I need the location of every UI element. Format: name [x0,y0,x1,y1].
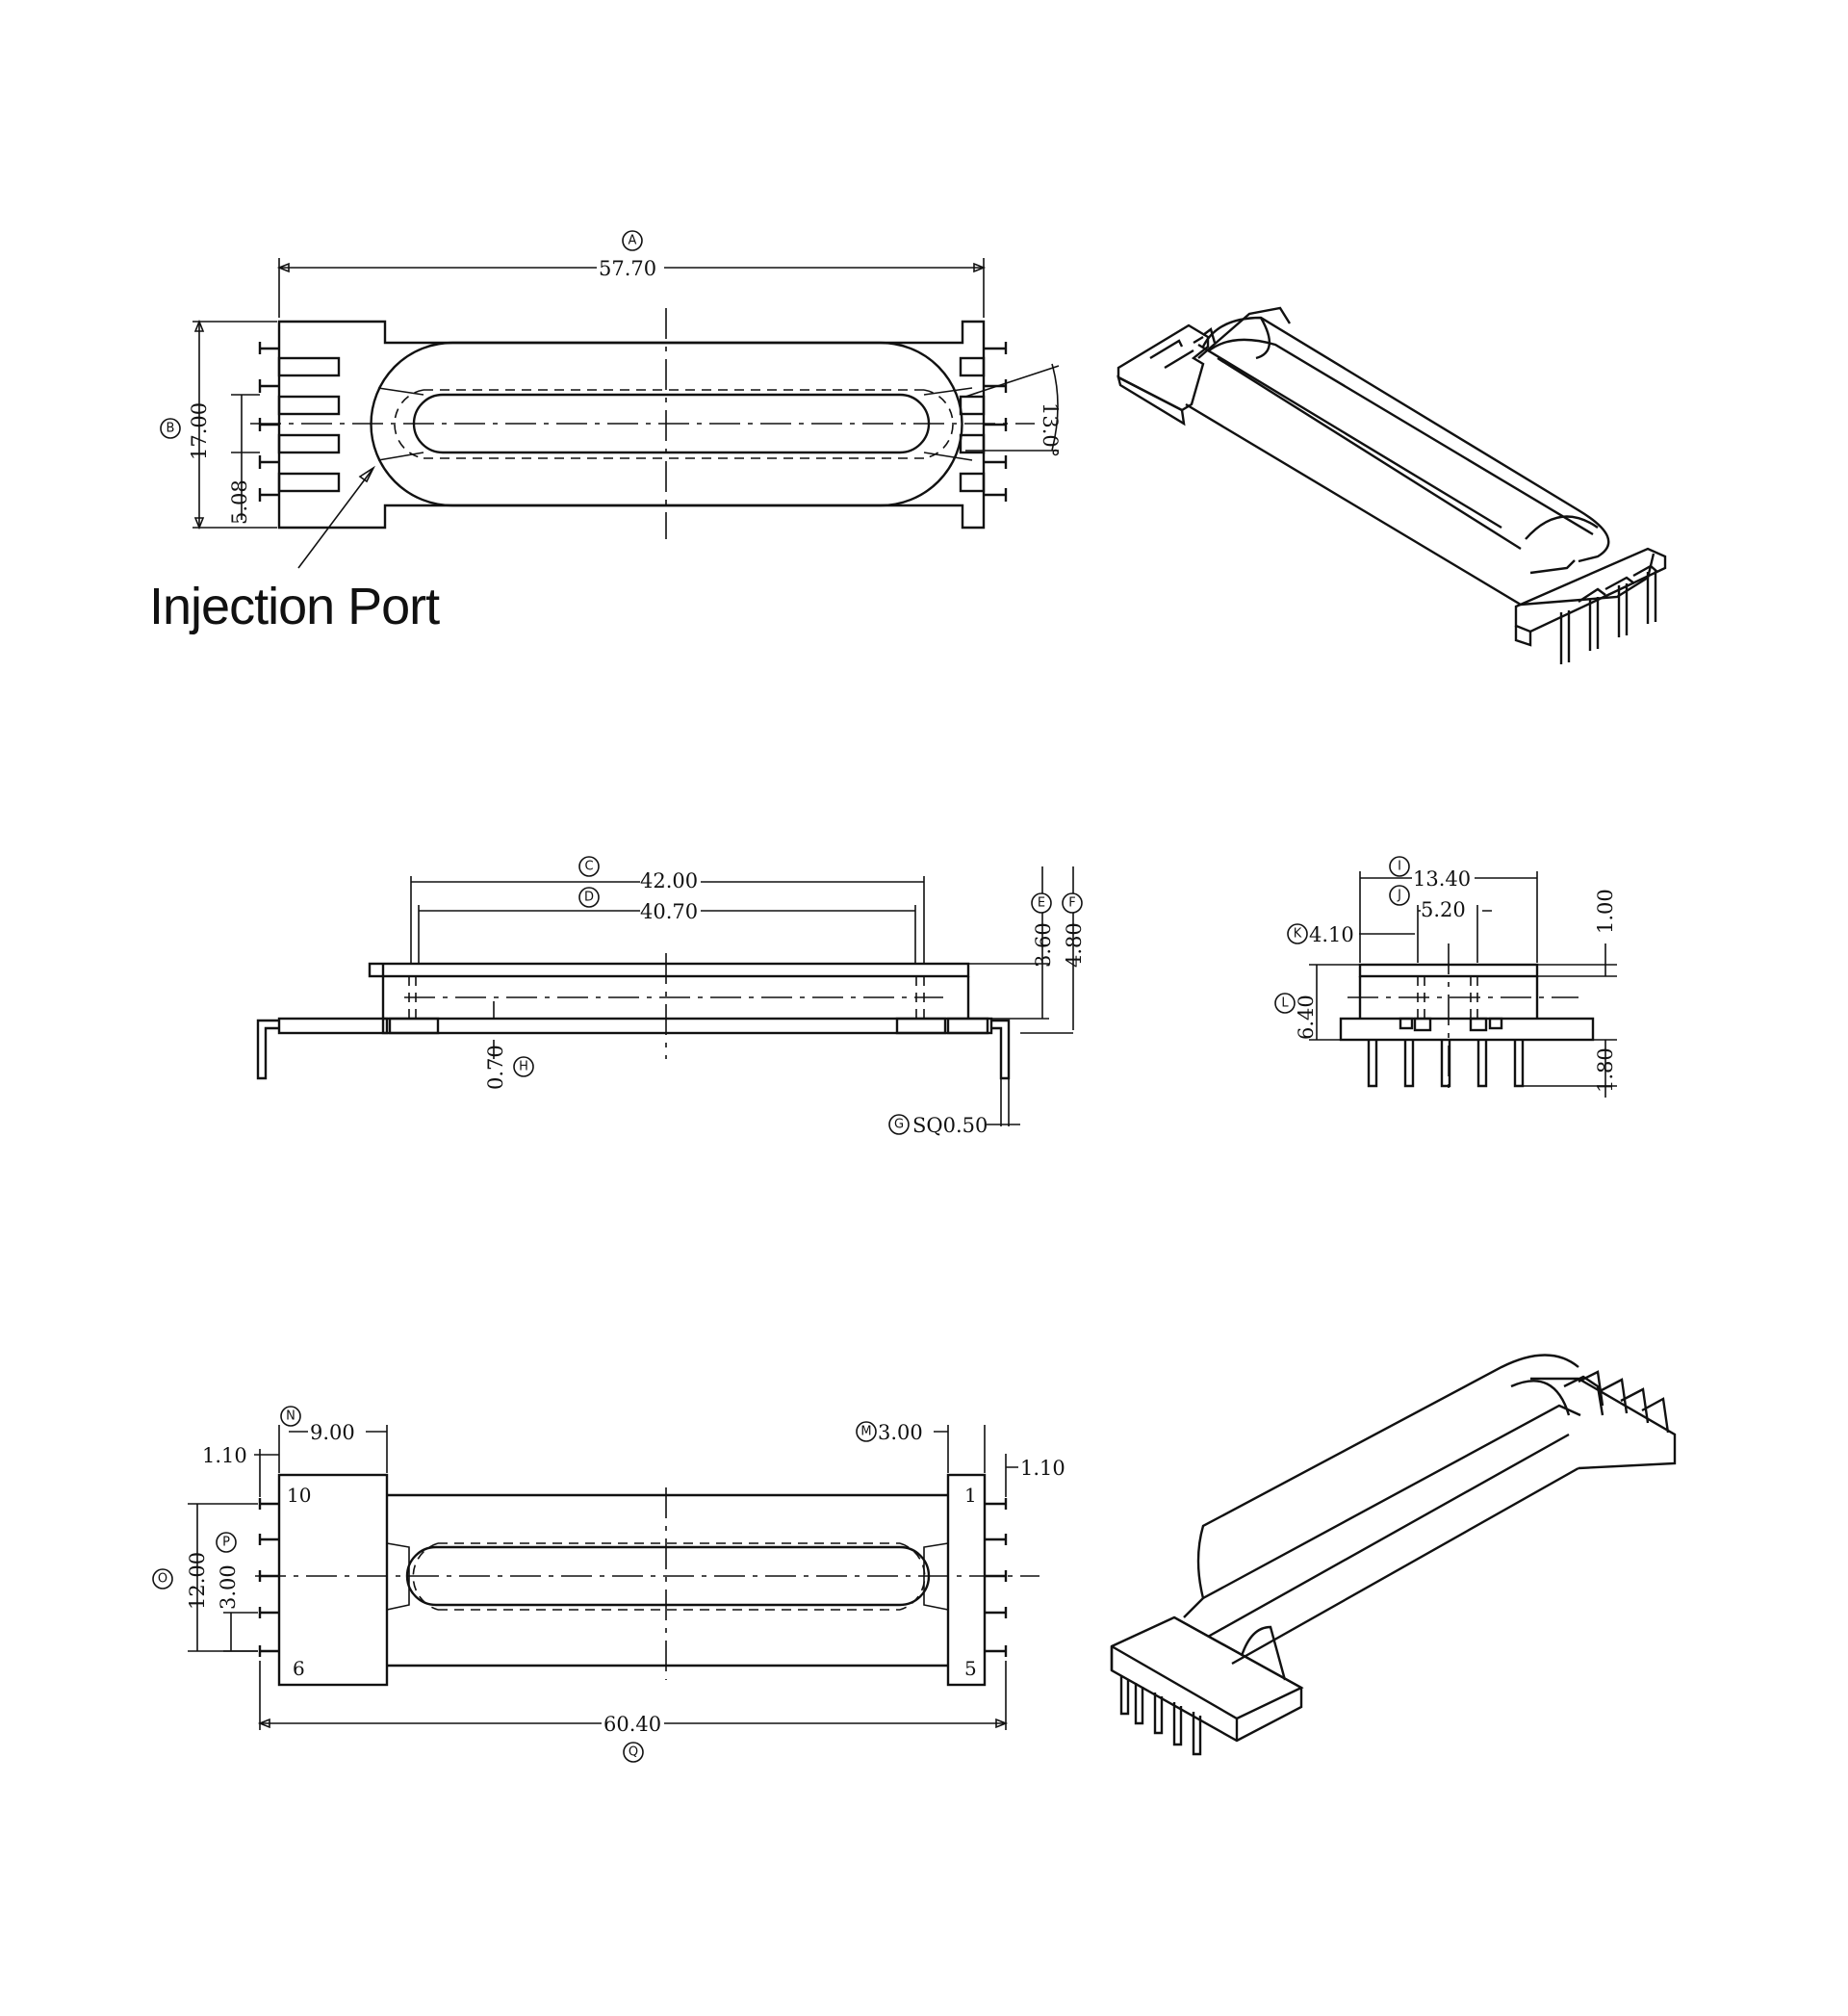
svg-text:N: N [286,1409,295,1424]
svg-text:O: O [158,1572,167,1587]
side-view: C 42.00 D 40.70 E 3.60 F 4.80 0.70 H G S… [256,856,1086,1137]
dim-F-value: 4.80 [1063,922,1086,968]
dim-pin-length-value: 1.80 [1594,1047,1617,1093]
pin-label-1: 1 [964,1484,977,1507]
dim-L-bubble: L [1274,993,1296,1014]
dim-I-value: 13.40 [1413,867,1471,891]
dim-H-bubble: H [513,1056,534,1077]
dim-H-value: 0.70 [484,1045,507,1090]
dim-inset-left-value: 1.10 [202,1444,247,1467]
bottom-view: 10 6 1 5 N 9.00 M 3.00 1.10 1.10 O 12.00… [152,1406,1065,1763]
dim-M-bubble: M [856,1421,877,1442]
svg-text:M: M [860,1425,871,1439]
dim-F-bubble: F [1062,892,1083,914]
dim-N-value: 9.00 [310,1421,355,1444]
svg-text:J: J [1397,889,1401,903]
svg-text:K: K [1294,927,1302,942]
dim-M-value: 3.00 [878,1421,923,1444]
dim-E-bubble: E [1031,892,1052,914]
svg-text:G: G [894,1118,904,1132]
dim-G-bubble: G [888,1114,910,1135]
isometric-view-top [1116,306,1667,664]
dim-P-value: 3.00 [217,1564,240,1610]
pin-label-5: 5 [964,1657,977,1680]
svg-text:P: P [222,1536,230,1550]
dim-O-bubble: O [152,1568,173,1590]
dim-top-gap-value: 1.00 [1594,889,1617,934]
svg-text:I: I [1398,860,1401,874]
dim-A-bubble: A [622,230,643,251]
dim-N-bubble: N [280,1406,301,1427]
dim-pitch-value: 5.08 [228,479,251,525]
dim-J-bubble: J [1389,885,1410,906]
dim-G-value: SQ0.50 [912,1114,988,1137]
pin-label-6: 6 [293,1657,305,1680]
dim-Q-bubble: Q [623,1742,644,1763]
dim-C-value: 42.00 [640,869,698,892]
dim-A-value: 57.70 [599,257,656,280]
injection-port-label: Injection Port [149,578,440,635]
svg-text:D: D [584,891,594,905]
pin-label-10: 10 [287,1484,311,1507]
dim-O-value: 12.00 [186,1552,209,1610]
svg-text:B: B [167,422,175,436]
svg-text:A: A [629,234,637,248]
dim-I-bubble: I [1389,856,1410,877]
dim-C-bubble: C [578,856,600,877]
dim-D-value: 40.70 [640,900,698,923]
dim-E-value: 3.60 [1032,922,1055,968]
dim-B-bubble: B [160,418,181,439]
svg-text:H: H [519,1060,528,1074]
svg-text:C: C [584,860,593,874]
svg-text:F: F [1068,896,1075,911]
svg-text:Q: Q [629,1745,638,1760]
end-view: I 13.40 J 5.20 K 4.10 L 6.40 1.00 1.80 [1274,856,1617,1098]
dim-K-value: 4.10 [1309,923,1354,946]
dim-L-value: 6.40 [1295,995,1318,1040]
dim-B-value: 17.00 [188,402,211,460]
top-view: A 57.70 B 17.00 5.08 13.0° Injection Por… [149,230,1062,635]
dim-P-bubble: P [216,1532,237,1553]
dim-inset-right-value: 1.10 [1020,1457,1065,1480]
dim-K-bubble: K [1287,923,1308,944]
svg-text:E: E [1038,896,1045,911]
isometric-view-bottom [1110,1354,1677,1756]
svg-text:L: L [1281,996,1289,1011]
dim-D-bubble: D [578,887,600,908]
dim-angle-value: 13.0° [1039,402,1062,457]
dim-J-value: 5.20 [1421,898,1466,921]
dim-Q-value: 60.40 [603,1713,661,1736]
